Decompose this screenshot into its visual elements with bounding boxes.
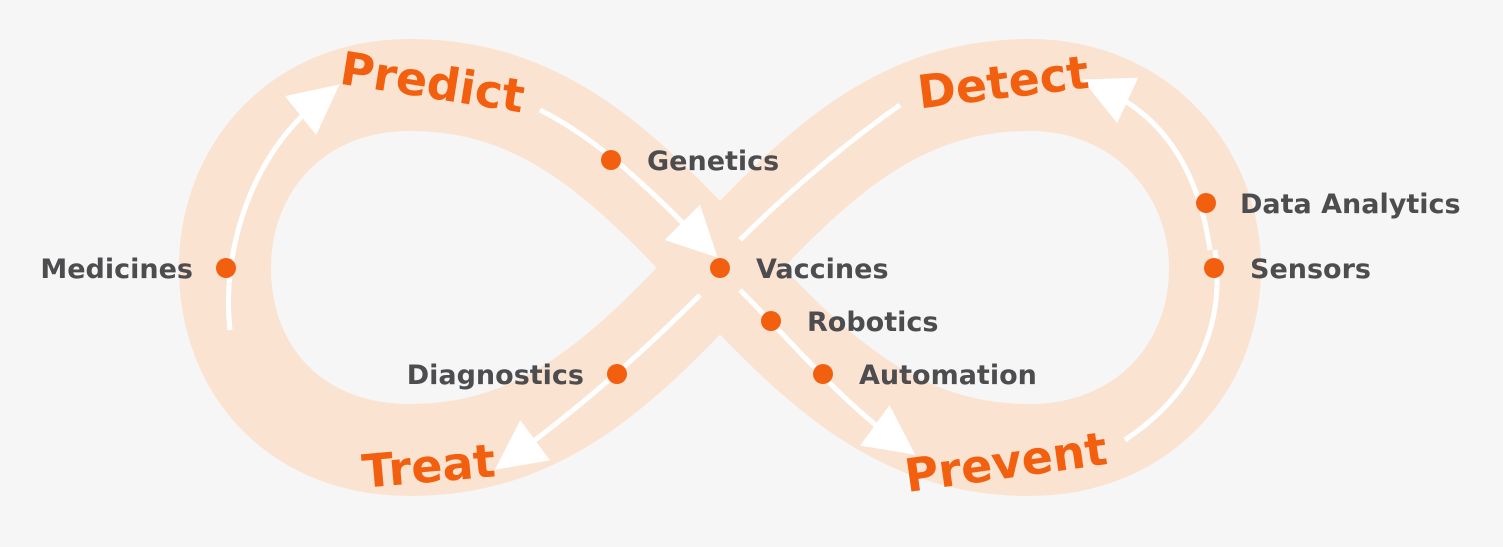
node-label-medicines: Medicines [40, 254, 193, 285]
node-dot-sensors [1204, 258, 1224, 278]
node-dot-data-analytics [1196, 193, 1216, 213]
node-dot-diagnostics [607, 364, 627, 384]
track-detect-top [738, 102, 902, 242]
node-dot-vaccines [710, 258, 730, 278]
node-label-genetics: Genetics [647, 146, 779, 177]
node-dot-robotics [761, 311, 781, 331]
node-label-diagnostics: Diagnostics [407, 360, 584, 391]
track-detect-right [1082, 77, 1213, 251]
node-dot-medicines [216, 258, 236, 278]
track-predict-left [225, 84, 340, 331]
node-dot-genetics [601, 150, 621, 170]
node-label-vaccines: Vaccines [756, 254, 889, 285]
node-label-data-analytics: Data Analytics [1240, 189, 1461, 220]
node-label-sensors: Sensors [1250, 254, 1371, 285]
node-dot-automation [813, 364, 833, 384]
track-predict-top [538, 107, 718, 258]
node-label-automation: Automation [859, 360, 1037, 391]
phase-treat: Treat [360, 433, 497, 498]
node-label-robotics: Robotics [807, 307, 938, 338]
